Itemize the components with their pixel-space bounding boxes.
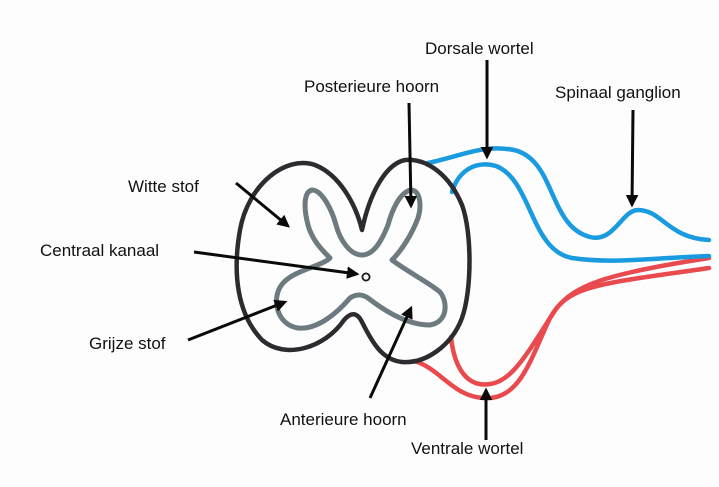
ventral-root [411,255,712,401]
arrow-anterior-horn [368,305,413,399]
dorsal-root-lower-line [449,162,712,263]
spinal-cord-outline [234,157,472,365]
pointer-arrows [187,60,639,440]
label-dorsal-root: Dorsale wortel [425,39,534,58]
arrow-posterior-horn [404,102,418,209]
central-canal [361,272,371,282]
label-grey-matter: Grijze stof [89,334,166,353]
label-anterior-horn: Anterieure hoorn [280,410,407,429]
arrow-grey-matter [187,299,288,342]
label-ventral-root: Ventrale wortel [411,439,523,458]
label-central-canal: Centraal kanaal [40,241,159,260]
arrow-spinal-ganglion [625,109,639,208]
grey-matter [274,187,448,331]
label-white-matter: Witte stof [128,177,199,196]
label-posterior-horn: Posterieure hoorn [304,77,439,96]
arrow-central-canal [193,250,360,279]
label-spinal-ganglion: Spinaal ganglion [555,83,681,102]
ventral-root-outer-line [411,265,712,401]
ventral-root-inner-line [448,255,712,387]
arrow-white-matter [235,181,290,228]
dorsal-root-upper-line [425,146,712,243]
